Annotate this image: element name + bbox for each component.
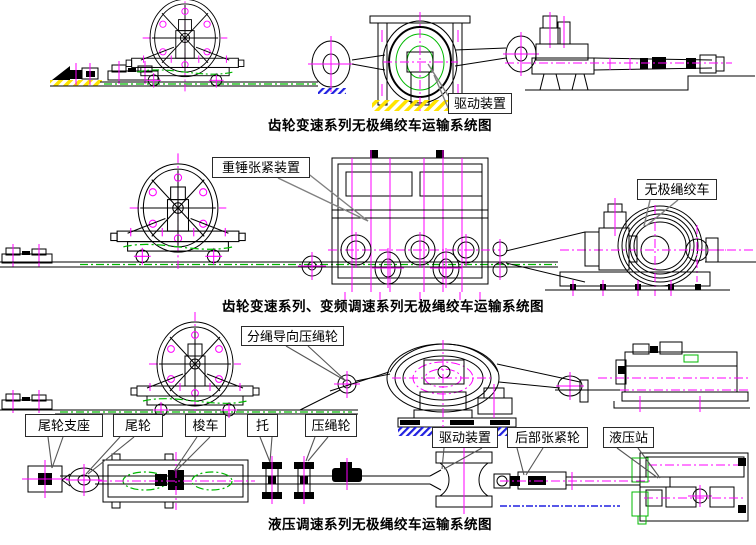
weight-tension-frame <box>328 150 500 300</box>
hydraulic-station-plan <box>631 452 749 525</box>
rope-split-guide-pulley <box>299 371 391 411</box>
tail-wheel-support-plan <box>22 460 68 498</box>
callout-drive-unit-3: 驱动装置 <box>432 427 498 448</box>
callout-support: 托 <box>247 414 278 437</box>
tail-wheel-cart-1 <box>125 0 245 92</box>
rope-anchor <box>50 63 102 86</box>
diagram-1-gear-system <box>50 0 755 112</box>
guide-sheave-1 <box>308 36 354 94</box>
callout-rope-press-wheel: 压绳轮 <box>305 414 357 437</box>
plan-view-row <box>22 345 749 525</box>
callout-hydraulic-station: 液压站 <box>603 427 654 448</box>
shuttle-car-plan <box>98 452 255 510</box>
rear-tensioner-plan <box>500 471 650 490</box>
callout-weight-tensioner: 重锤张紧装置 <box>212 157 310 178</box>
drive-unit-1 <box>351 12 507 112</box>
hydraulic-winch <box>555 341 750 412</box>
tail-wheel-plan <box>61 464 102 496</box>
callout-drive-unit-1: 驱动装置 <box>448 93 512 114</box>
rope-support-stand <box>262 456 282 504</box>
callout-shuttle-car: 梭车 <box>185 414 226 437</box>
rope-press-wheel-stand <box>294 456 314 504</box>
diagram-title-1: 齿轮变速系列无极绳绞车运输系统图 <box>268 118 492 133</box>
diagram-title-2: 齿轮变速系列、变频调速系列无极绳绞车运输系统图 <box>222 299 544 314</box>
callout-tail-wheel: 尾轮 <box>113 414 163 437</box>
drive-drum-plan <box>429 446 520 514</box>
rope-press-component <box>332 458 362 490</box>
tail-wheel-cart-3 <box>130 311 260 423</box>
callout-tail-wheel-support: 尾轮支座 <box>25 414 103 437</box>
winch-side-view-1 <box>503 12 755 91</box>
callout-rope-guide-press-wheel: 分绳导向压绳轮 <box>241 326 344 346</box>
diagram-2-gear-vfd-system <box>0 150 756 300</box>
hydraulic-drive-unit <box>329 340 581 436</box>
diagram-title-3: 液压调速系列无极绳绞车运输系统图 <box>268 517 492 532</box>
callout-rear-tension-wheel: 后部张紧轮 <box>507 427 588 448</box>
endless-rope-winch <box>492 198 730 296</box>
callout-endless-rope-winch: 无极绳绞车 <box>637 179 717 200</box>
